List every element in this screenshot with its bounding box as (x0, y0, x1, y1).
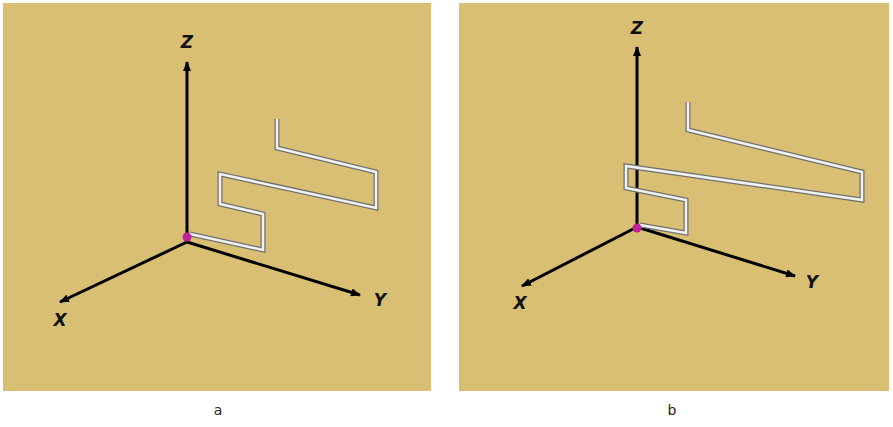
panel-caption: a (214, 402, 223, 418)
axis-label: Y (806, 272, 818, 292)
axis-label: Z (631, 18, 643, 38)
panel-caption: b (668, 402, 677, 418)
axis-label: Z (181, 32, 193, 52)
axis-label: X (53, 310, 66, 330)
axis-label: Y (374, 290, 386, 310)
axis-label: X (513, 293, 526, 313)
